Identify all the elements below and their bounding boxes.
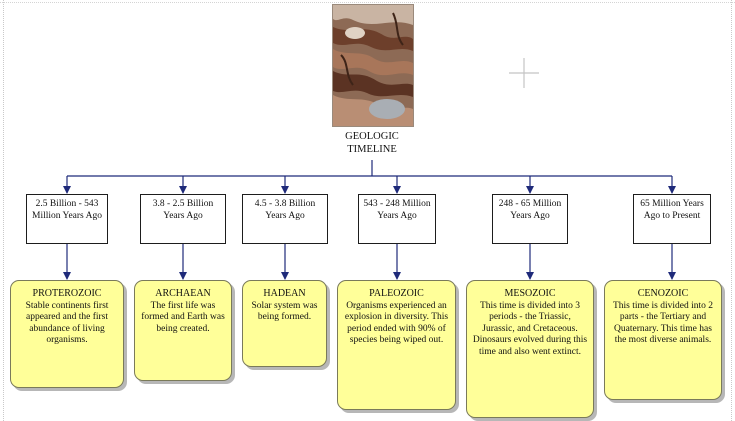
era-box-paleozoic: PALEOZOIC Organisms experienced an explo… <box>337 280 456 410</box>
era-box-hadean: HADEAN Solar system was being formed. <box>242 280 327 367</box>
time-box-cenozoic: 65 Million Years Ago to Present <box>633 194 711 244</box>
root-label: GEOLOGIC TIMELINE <box>345 131 399 155</box>
crosshair-cursor-icon <box>509 58 539 88</box>
era-title: MESOZOIC <box>504 288 556 299</box>
time-box-proterozoic: 2.5 Billion - 543 Million Years Ago <box>26 194 108 244</box>
era-description: The first life was formed and Earth was … <box>141 300 225 334</box>
era-description: This time is divided into 2 parts - the … <box>612 300 713 346</box>
era-title: ARCHAEAN <box>155 288 211 299</box>
time-box-mesozoic: 248 - 65 Million Years Ago <box>492 194 568 244</box>
era-description: Solar system was being formed. <box>251 300 318 323</box>
time-box-hadean: 4.5 - 3.8 Billion Years Ago <box>242 194 328 244</box>
era-title: CENOZOIC <box>637 288 689 299</box>
time-box-paleozoic: 543 - 248 Million Years Ago <box>358 194 436 244</box>
era-box-cenozoic: CENOZOIC This time is divided into 2 par… <box>604 280 722 400</box>
time-box-archaean: 3.8 - 2.5 Billion Years Ago <box>140 194 226 244</box>
era-box-mesozoic: MESOZOIC This time is divided into 3 per… <box>466 280 594 418</box>
page-margin-top <box>0 2 735 4</box>
era-title: PALEOZOIC <box>369 288 424 299</box>
layered-rock-photo <box>332 4 414 127</box>
era-box-archaean: ARCHAEAN The first life was formed and E… <box>134 280 232 381</box>
page-margin-right <box>731 0 733 421</box>
era-title: HADEAN <box>263 288 306 299</box>
era-box-proterozoic: PROTEROZOIC Stable continents first appe… <box>10 280 124 388</box>
page-margin-left <box>3 0 5 421</box>
era-description: Organisms experienced an explosion in di… <box>344 300 449 346</box>
era-description: Stable continents first appeared and the… <box>25 300 109 346</box>
era-title: PROTEROZOIC <box>32 288 102 299</box>
era-description: This time is divided into 3 periods - th… <box>472 300 588 357</box>
